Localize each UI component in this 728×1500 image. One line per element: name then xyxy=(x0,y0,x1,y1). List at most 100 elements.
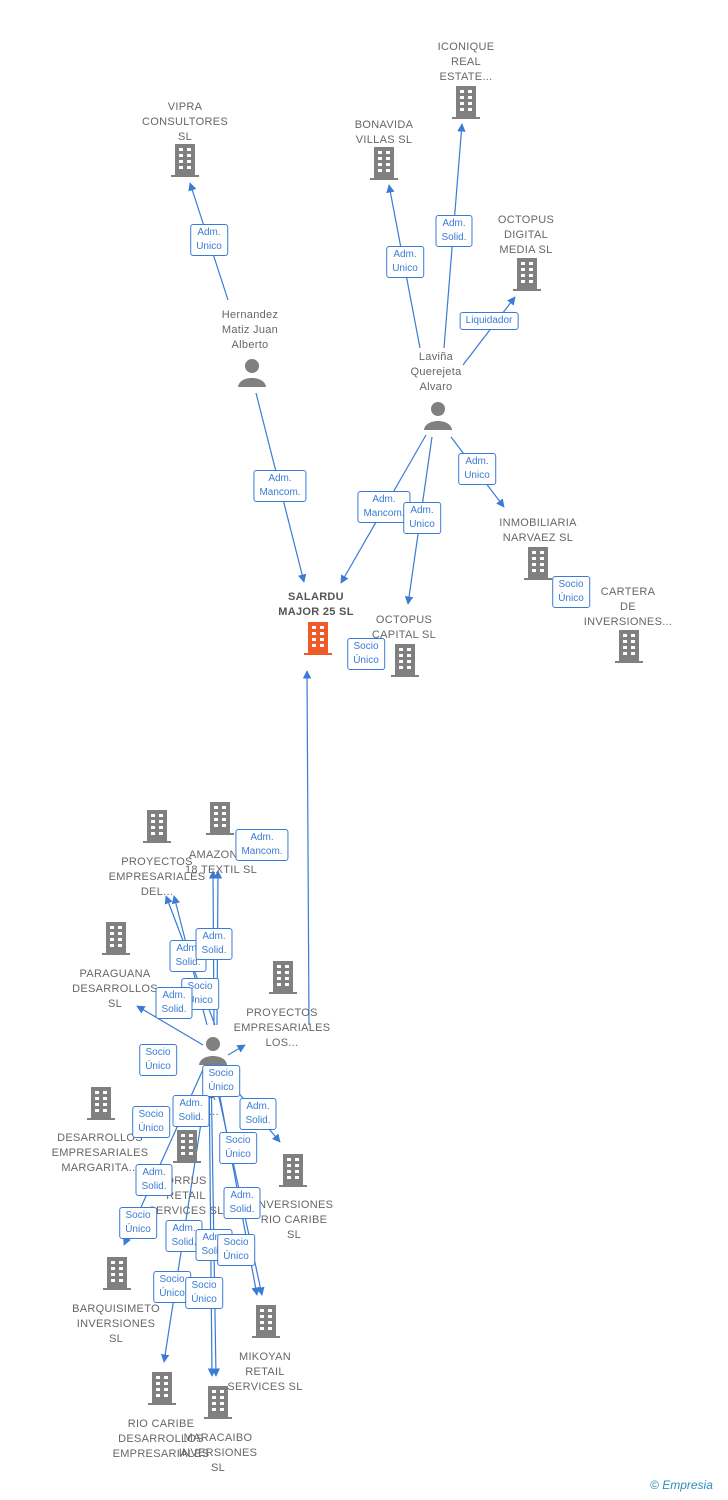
edge-label-line: Adm. xyxy=(465,456,489,467)
person-icon[interactable] xyxy=(237,357,267,387)
node-label-line: SL xyxy=(177,131,193,143)
building-icon[interactable] xyxy=(249,1303,283,1339)
building-icon[interactable] xyxy=(145,1370,179,1406)
building-icon[interactable] xyxy=(521,545,555,581)
edge-label[interactable]: Liquidador xyxy=(459,312,519,330)
building-icon[interactable] xyxy=(84,1085,118,1121)
building-icon[interactable] xyxy=(612,628,646,664)
edge-label[interactable]: Adm.Solid. xyxy=(239,1098,277,1130)
edge-label[interactable]: Adm. Solid. xyxy=(195,928,233,960)
building-icon[interactable] xyxy=(449,84,483,120)
edge-label-line: Socio xyxy=(138,1109,164,1120)
edge-label[interactable]: Adm.Solid. xyxy=(135,1164,173,1196)
main-company-icon[interactable] xyxy=(301,620,335,656)
person-icon[interactable] xyxy=(423,400,453,430)
edge-label[interactable]: Adm.Mancom. xyxy=(253,470,307,502)
node-label-line: OCTOPUS xyxy=(375,614,433,626)
edge-label-line: Adm. xyxy=(202,931,226,942)
edge-label-line: Socio xyxy=(191,1280,217,1291)
edge-label-line: Liquidador xyxy=(465,315,513,326)
building-icon[interactable] xyxy=(276,1152,310,1188)
node-label-line: MAJOR 25 SL xyxy=(278,606,354,618)
edge-label-line: Solid. xyxy=(201,945,227,956)
edge-label[interactable]: Adm.Solid. xyxy=(172,1095,210,1127)
building-icon[interactable] xyxy=(203,800,237,836)
node-label-line: Hernandez xyxy=(221,309,279,321)
building-icon[interactable] xyxy=(388,642,422,678)
node-label-line: A xyxy=(208,1091,216,1103)
edge-label-line: Adm. xyxy=(202,1232,226,1243)
brand-logo[interactable]: © Empresia xyxy=(650,1478,713,1492)
building-icon[interactable] xyxy=(100,1255,134,1291)
edge-label-line: Adm. xyxy=(250,832,274,843)
edge-label[interactable]: Adm.Solid. xyxy=(223,1187,261,1219)
edge-label-line: Solid. xyxy=(171,1237,197,1248)
edge-line xyxy=(136,1005,204,1046)
building-icon[interactable] xyxy=(510,256,544,292)
edge-label-line: Adm. xyxy=(246,1101,270,1112)
building-icon[interactable] xyxy=(99,920,133,956)
node-label-line: EMPRESARIALES xyxy=(233,1022,331,1034)
edge-label-line: Adm. xyxy=(410,505,434,516)
edge-label[interactable]: Adm. Solid. xyxy=(435,215,473,247)
building-icon[interactable] xyxy=(140,808,174,844)
edge-label[interactable]: Adm.Unico xyxy=(458,453,496,485)
building-icon[interactable] xyxy=(170,1128,204,1164)
node-label-line: Querejeta xyxy=(410,366,462,378)
building-icon[interactable] xyxy=(168,142,202,178)
node-label-line: INVERSIONES... xyxy=(583,616,673,628)
node-label-line: PROYECTOS xyxy=(246,1007,318,1019)
edge-label-line: Solid. xyxy=(441,232,467,243)
edge-label[interactable]: Adm.Unico xyxy=(190,224,228,256)
person-icon[interactable] xyxy=(198,1035,228,1065)
edge-label[interactable]: Adm. Unico xyxy=(403,502,441,534)
building-icon[interactable] xyxy=(266,959,300,995)
edge-label-line: Único xyxy=(191,1294,217,1305)
edge-label[interactable]: Adm.Unico xyxy=(386,246,424,278)
edge-label[interactable]: Adm.Mancom. xyxy=(235,829,289,861)
node-label-line: CONSULTORES xyxy=(141,116,229,128)
edge-label-line: Unico xyxy=(409,519,435,530)
edge-label-line: Adm. xyxy=(442,218,466,229)
edge-label-line: Único xyxy=(223,1251,249,1262)
node-label-line: SERVICES SL xyxy=(148,1205,224,1217)
node-label-line: DEL... xyxy=(140,886,174,898)
building-icon[interactable] xyxy=(201,1384,235,1420)
node-label-line: RIO CARIBE xyxy=(260,1214,328,1226)
edge-label-line: Socio xyxy=(225,1135,251,1146)
node-label-line: INVERSIONES xyxy=(254,1199,334,1211)
building-icon[interactable] xyxy=(367,145,401,181)
edge-label[interactable]: Adm.Solid. xyxy=(155,987,193,1019)
